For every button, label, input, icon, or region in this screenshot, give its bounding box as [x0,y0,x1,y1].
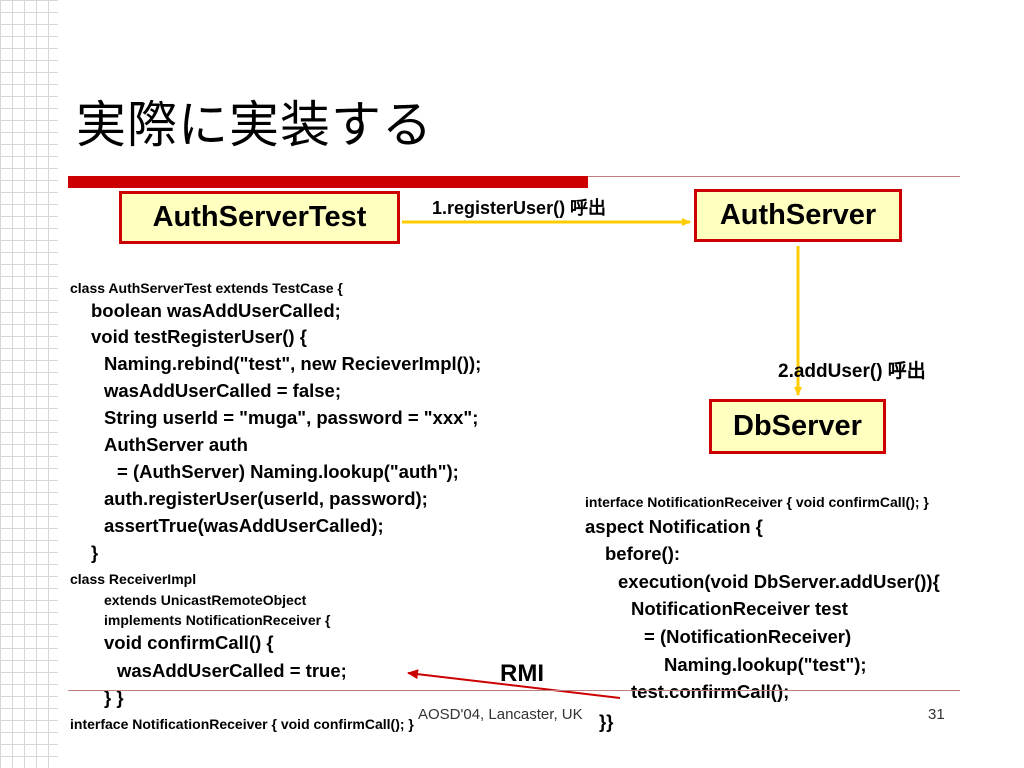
code-line: Naming.rebind("test", new RecieverImpl()… [104,353,482,374]
code-line: aspect Notification { [585,516,763,537]
code-line: class ReceiverImpl [70,571,197,587]
code-line: NotificationReceiver test [631,598,848,619]
auth-server-test-box: AuthServerTest [119,191,400,244]
footer-rule [68,690,960,691]
rmi-arrow [407,669,621,699]
page-number: 31 [928,706,945,723]
footer-conference: AOSD'04, Lancaster, UK [418,706,583,723]
code-line: = (AuthServer) Naming.lookup("auth"); [117,461,459,482]
code-line: interface NotificationReceiver { void co… [585,494,929,510]
code-line: wasAddUserCalled = true; [117,660,347,681]
code-line: class AuthServerTest extends TestCase { [70,280,343,296]
code-line: auth.registerUser(userId, password); [104,488,428,509]
code-line: void confirmCall() { [104,632,274,653]
code-line: = (NotificationReceiver) [644,626,852,647]
code-line: String userId = "muga", password = "xxx"… [104,407,479,428]
code-line: before(): [605,543,681,564]
title-accent-bar [68,176,588,188]
code-line: wasAddUserCalled = false; [104,380,341,401]
title-rule [588,176,960,177]
code-line: assertTrue(wasAddUserCalled); [104,515,384,536]
code-line: void testRegisterUser() { [91,326,307,347]
code-line: } } [104,687,124,708]
decorative-grid [0,0,58,768]
code-line: boolean wasAddUserCalled; [91,300,341,321]
register-call-label: 1.registerUser() 呼出 [432,198,607,218]
slide-title: 実際に実装する [76,96,433,154]
code-line: AuthServer auth [104,434,248,455]
db-server-box: DbServer [709,399,886,454]
code-line: extends UnicastRemoteObject [104,592,307,608]
code-line: Naming.lookup("test"); [664,654,867,675]
auth-server-box: AuthServer [694,189,902,242]
code-line: execution(void DbServer.addUser()){ [618,571,940,592]
code-line: }} [599,711,614,732]
rmi-label: RMI [500,660,544,687]
code-line: interface NotificationReceiver { void co… [70,716,414,732]
code-line: test.confirmCall(); [631,681,790,702]
code-line: implements NotificationReceiver { [104,612,331,628]
code-line: } [91,542,99,563]
add-user-call-label: 2.addUser() 呼出 [778,361,926,382]
